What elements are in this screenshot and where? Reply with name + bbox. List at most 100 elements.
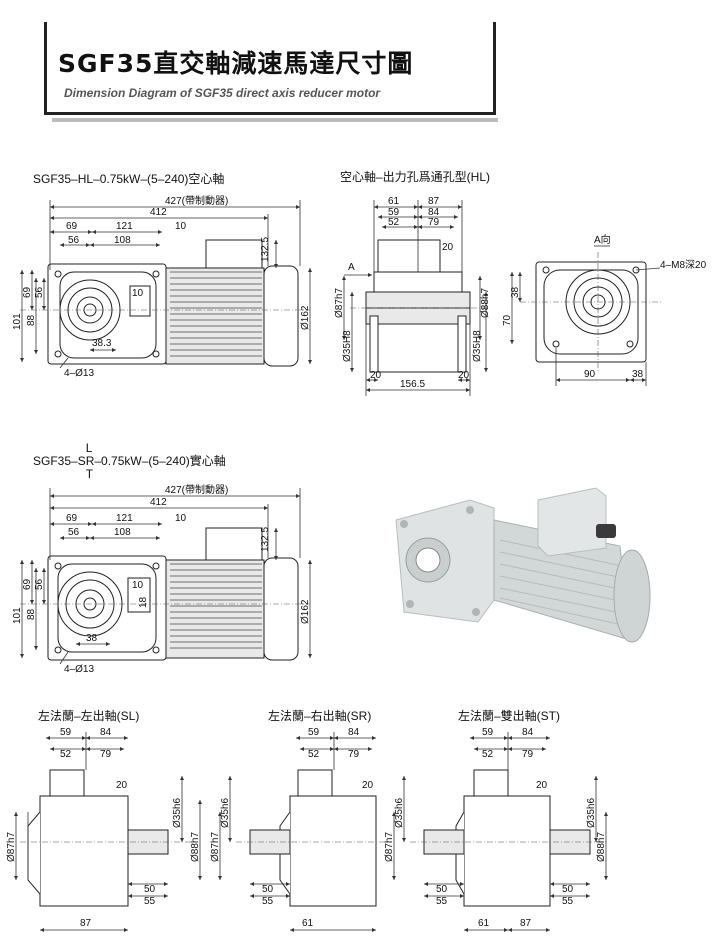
st-dim-52: 52 <box>482 749 494 760</box>
hollow-dim-69: 69 <box>66 221 78 232</box>
st-dim-50-right: 50 <box>562 884 574 895</box>
hollow-view-title: SGF35–HL–0.75kW–(5–240)空心軸 <box>33 172 225 186</box>
sr-dim-52: 52 <box>308 749 320 760</box>
sr-dim-20: 20 <box>362 780 374 791</box>
sl-dim-79: 79 <box>100 749 112 760</box>
sl-dim-59: 59 <box>60 727 72 738</box>
hollow-front-view: 427(帶制動器) 412 69 121 10 56 108 132.5 69 … <box>12 194 312 379</box>
st-dim-50-left: 50 <box>436 884 448 895</box>
sl-dim-phi88: Ø88h7 <box>190 832 201 862</box>
sl-terminal-box <box>49 769 85 799</box>
page-title: SGF35直交軸減速馬達尺寸圖 <box>58 49 414 78</box>
solid-hole-tl <box>54 562 62 570</box>
product-bore <box>415 547 441 573</box>
side-dim-156-5: 156.5 <box>400 379 425 390</box>
hollow-dim-v69: 69 <box>22 286 33 298</box>
side-flange-right <box>457 315 467 373</box>
sr-dim-84: 84 <box>348 727 360 738</box>
header-bracket <box>44 22 496 115</box>
side-dim-20a: 20 <box>370 370 382 381</box>
view-a-dim-38h: 38 <box>632 369 644 380</box>
solid-fan-cover <box>263 557 299 661</box>
side-marker-a: A <box>348 262 355 273</box>
st-dim-61: 61 <box>478 918 490 929</box>
sr-dim-50: 50 <box>262 884 274 895</box>
st-dim-59: 59 <box>482 727 494 738</box>
view-a-dim-90: 90 <box>584 369 596 380</box>
header-underline <box>52 118 498 122</box>
side-dim-79: 79 <box>428 217 440 228</box>
sr-dim-59: 59 <box>308 727 320 738</box>
product-fan-cover <box>613 549 651 643</box>
solid-dim-v56: 56 <box>34 578 45 590</box>
solid-dim-56: 56 <box>68 527 80 538</box>
sl-dim-84: 84 <box>100 727 112 738</box>
side-dim-87: 87 <box>428 196 440 207</box>
solid-dim-162: Ø162 <box>300 599 311 624</box>
solid-dim-v101: 101 <box>12 607 23 624</box>
solid-side-boss <box>127 577 151 613</box>
side-dim-52: 52 <box>388 217 400 228</box>
solid-dim-121: 121 <box>116 513 133 524</box>
st-dim-79: 79 <box>522 749 534 760</box>
solid-dim-412: 412 <box>150 497 167 508</box>
solid-dim-69: 69 <box>66 513 78 524</box>
st-dim-phi88: Ø88h7 <box>596 832 607 862</box>
sl-dim-20: 20 <box>116 780 128 791</box>
sl-dim-phi87: Ø87h7 <box>6 832 17 862</box>
page-subtitle: Dimension Diagram of SGF35 direct axis r… <box>64 86 381 100</box>
st-terminal-box <box>473 769 509 799</box>
solid-title-prefix: SGF35–S <box>33 454 86 468</box>
solid-title-suffix: –0.75kW–(5–240)實心軸 <box>94 454 226 468</box>
hollow-hole-tl <box>54 270 62 278</box>
view-a-tap-br <box>626 340 634 348</box>
solid-option-l: L <box>85 441 93 455</box>
solid-dim-132-5: 132.5 <box>260 527 271 552</box>
st-housing <box>463 795 551 907</box>
hollow-hole-bl <box>54 350 62 358</box>
st-view: 59 84 52 79 20 Ø35h6 Ø87h7 Ø35h6 Ø88h7 5… <box>384 727 608 932</box>
sl-dim-phi35: Ø35h6 <box>172 798 183 828</box>
sr-view: 59 84 52 79 20 Ø35h6 Ø87h7 50 55 61 <box>210 727 392 932</box>
solid-option-r: R <box>85 454 95 468</box>
hollow-dim-v56: 56 <box>34 286 45 298</box>
side-dim-phi88: Ø88h7 <box>480 288 491 318</box>
hollow-dim-10b: 10 <box>132 288 144 299</box>
side-flange-left <box>369 315 379 373</box>
sr-dim-phi35: Ø35h6 <box>220 798 231 828</box>
sr-terminal-box <box>297 769 333 799</box>
solid-terminal-box <box>205 527 263 561</box>
side-dim-phi35-left: Ø35H8 <box>342 330 353 362</box>
product-bolt-hole-4 <box>472 608 480 616</box>
solid-motor-body <box>165 559 265 659</box>
hollow-dim-v88: 88 <box>26 314 37 326</box>
product-illustration <box>395 487 651 643</box>
sr-dim-55: 55 <box>262 896 274 907</box>
solid-hole-br <box>152 646 160 654</box>
sl-view: 59 84 52 79 20 Ø87h7 Ø35h6 Ø88h7 50 55 8… <box>6 727 202 932</box>
view-a-dim-38v: 38 <box>510 286 521 298</box>
sr-view-title: 左法蘭–右出軸(SR) <box>268 709 372 723</box>
st-view-title: 左法蘭–雙出軸(ST) <box>458 709 561 723</box>
product-bolt-hole-1 <box>400 520 408 528</box>
hollow-fan-cover <box>263 265 299 367</box>
sr-housing <box>289 795 377 907</box>
st-dim-phi35-right: Ø35h6 <box>586 798 597 828</box>
hollow-dim-holes: 4–Ø13 <box>64 368 94 379</box>
sl-dim-87: 87 <box>80 918 92 929</box>
hollow-hole-tr <box>152 270 160 278</box>
sr-dim-61: 61 <box>302 918 314 929</box>
st-dim-87: 87 <box>520 918 532 929</box>
sl-housing <box>39 795 129 907</box>
product-bolt-hole-2 <box>466 506 474 514</box>
hollow-dim-10: 10 <box>175 221 187 232</box>
sr-dim-phi87: Ø87h7 <box>210 832 221 862</box>
solid-dim-427: 427(帶制動器) <box>165 483 228 496</box>
hollow-dim-427: 427(帶制動器) <box>165 194 228 207</box>
solid-dim-holes: 4–Ø13 <box>64 664 94 675</box>
hollow-side-boss <box>129 285 151 317</box>
sl-dim-52: 52 <box>60 749 72 760</box>
side-terminal-box <box>377 239 441 277</box>
side-dim-59: 59 <box>388 207 400 218</box>
